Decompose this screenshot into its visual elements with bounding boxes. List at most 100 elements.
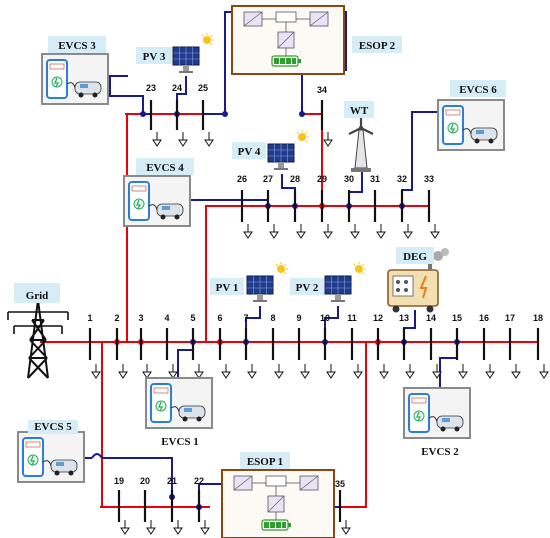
load-arrow [432,371,442,379]
load-arrow [146,527,156,535]
load-arrow [200,527,210,535]
deg-generator-icon [387,248,449,313]
load-arrow [152,139,162,147]
evcs3-label-bg [48,36,106,53]
lateral-bus2-to-bus19 [101,341,119,508]
pv1-label: PV 1 [216,282,239,294]
bus-number-23: 23 [146,83,156,93]
bus-number-34: 34 [317,85,327,95]
load-arrow [194,371,204,379]
pv1-label-bg [210,278,244,295]
pv3-link [176,76,187,114]
deg-label: DEG [403,251,427,263]
load-arrow [511,371,521,379]
esop2-icon [231,5,345,75]
evcs1-icon [145,377,213,429]
load-arrow [173,527,183,535]
wt-label: WT [350,105,369,117]
esop2-label-bg [352,36,402,53]
bus-number-21: 21 [167,476,177,486]
evcs6-label: EVCS 6 [459,84,497,96]
load-arrow [458,371,468,379]
pv2-label-bg [290,278,324,295]
evcs1-label: EVCS 1 [161,436,199,448]
lateral-bus12-to-bus35 [340,341,378,508]
evcs5-link-b [102,457,173,497]
load-arrow [269,231,279,239]
bus-number-24: 24 [172,83,182,93]
bus-number-13: 13 [399,313,409,323]
evcs5-label: EVCS 5 [34,421,72,433]
bus-number-30: 30 [344,174,354,184]
bus-number-14: 14 [426,313,436,323]
load-arrow [326,371,336,379]
load-arrow [300,371,310,379]
evcs3-icon [41,53,109,105]
lateral-bus3-to-bus23 [126,113,151,343]
evcs3-link [109,75,151,115]
pv2-link [324,306,339,342]
bus-number-22: 22 [194,476,204,486]
load-arrow [323,139,333,147]
pv2-icon [324,261,367,303]
esop2-left-node [222,111,228,117]
bus-number-27: 27 [263,174,273,184]
bus-number-33: 33 [424,174,434,184]
load-arrow [405,371,415,379]
load-arrow [221,371,231,379]
load-arrow [539,371,549,379]
evcs1-link [177,342,194,378]
pv4-label-bg [232,142,266,159]
evcs4-icon [123,175,191,227]
bus-number-9: 9 [296,313,301,323]
esop1-icon [221,469,335,538]
load-arrow [430,231,440,239]
devices-layer [7,5,505,538]
grid-tower-icon [7,299,69,379]
load-arrow [247,371,257,379]
bus-number-1: 1 [87,313,92,323]
load-arrow [350,231,360,239]
bus-number-12: 12 [373,313,383,323]
load-arrow [243,231,253,239]
load-arrow [274,371,284,379]
evcs4-label: EVCS 4 [146,162,184,174]
pv3-icon [172,32,215,74]
bus-bars [88,100,549,535]
bus-number-2: 2 [114,313,119,323]
load-arrow [168,371,178,379]
load-arrow [403,231,413,239]
bus-number-6: 6 [217,313,222,323]
pv1-link [245,306,261,342]
bus-number-17: 17 [505,313,515,323]
bus-number-32: 32 [397,174,407,184]
bus-number-5: 5 [190,313,195,323]
load-arrow [341,527,351,535]
esop2-right-node [299,111,305,117]
evcs6-icon [437,99,505,151]
bus-number-31: 31 [370,174,380,184]
evcs2-label: EVCS 2 [421,446,459,458]
bus-number-15: 15 [452,313,462,323]
evcs6-label-bg [450,80,506,97]
pv1-icon [246,261,289,303]
bus-number-18: 18 [533,313,543,323]
bus-number-3: 3 [138,313,143,323]
evcs3-label: EVCS 3 [58,40,96,52]
grid-label: Grid [26,290,49,302]
esop2-label: ESOP 2 [359,40,396,52]
esop2-left-link [203,11,232,115]
load-arrow [296,231,306,239]
bus-number-19: 19 [114,476,124,486]
load-arrow [379,371,389,379]
load-arrow [142,371,152,379]
evcs5-crossover [91,453,103,459]
bus-number-10: 10 [320,313,330,323]
pv4-label: PV 4 [238,146,261,158]
evcs5-label-bg [28,420,78,434]
load-arrow [178,139,188,147]
bus-number-20: 20 [140,476,150,486]
load-arrow [120,527,130,535]
evcs2-icon [403,387,471,439]
